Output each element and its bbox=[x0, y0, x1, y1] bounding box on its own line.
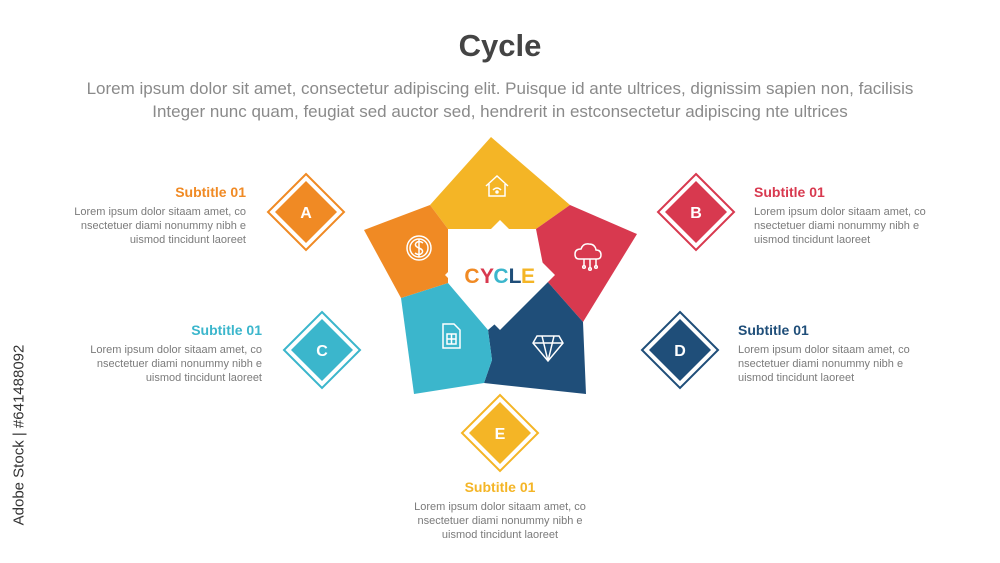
callout-c: Subtitle 01 Lorem ipsum dolor sitaam ame… bbox=[32, 322, 262, 385]
sim-card-icon bbox=[442, 323, 461, 349]
badge-e: E bbox=[460, 393, 540, 473]
page-title: Cycle bbox=[458, 28, 542, 63]
callout-a-line-3: uismod tincidunt laoreet bbox=[129, 234, 246, 246]
badge-a: A bbox=[266, 172, 346, 252]
stock-id-text: Adobe Stock | #641488092 bbox=[10, 344, 28, 526]
callout-b-line-1: Lorem ipsum dolor sitaam amet, co bbox=[754, 206, 926, 218]
center-diamond: C Y C L E bbox=[445, 220, 555, 330]
callout-a-line-2: nsectetuer diami nonummy nibh e bbox=[80, 220, 246, 232]
callout-a-subtitle: Subtitle 01 bbox=[175, 184, 246, 200]
callout-d-description: Lorem ipsum dolor sitaam amet, co nsecte… bbox=[738, 343, 968, 385]
center-letter-5: E bbox=[521, 265, 535, 288]
callout-d-subtitle: Subtitle 01 bbox=[738, 322, 809, 338]
center-letter-3: C bbox=[493, 265, 508, 288]
callout-c-line-3: uismod tincidunt laoreet bbox=[145, 372, 262, 384]
callout-c-line-2: nsectetuer diami nonummy nibh e bbox=[96, 358, 262, 370]
badge-a-letter: A bbox=[300, 205, 312, 222]
callout-b-line-3: uismod tincidunt laoreet bbox=[754, 234, 871, 246]
segment-right bbox=[536, 205, 637, 322]
callout-e-subtitle: Subtitle 01 bbox=[464, 479, 536, 495]
dollar-coin-icon bbox=[406, 235, 432, 261]
center-letter-2: Y bbox=[480, 265, 494, 288]
segment-left bbox=[364, 205, 448, 298]
callout-e-line-2: nsectetuer diami nonummy nibh e bbox=[417, 515, 583, 527]
diamond-icon bbox=[532, 335, 564, 363]
callout-d-line-1: Lorem ipsum dolor sitaam amet, co bbox=[738, 344, 910, 356]
intro-line-2: Integer nunc quam, feugiat sed auctor se… bbox=[152, 102, 848, 121]
callout-c-description: Lorem ipsum dolor sitaam amet, co nsecte… bbox=[32, 343, 262, 385]
intro-text: Lorem ipsum dolor sit amet, consectetur … bbox=[40, 77, 960, 123]
badge-d: D bbox=[640, 310, 720, 390]
center-letter-4: L bbox=[509, 265, 522, 288]
callout-b-subtitle: Subtitle 01 bbox=[754, 184, 825, 200]
callout-c-line-1: Lorem ipsum dolor sitaam amet, co bbox=[90, 344, 262, 356]
badge-b-letter: B bbox=[690, 205, 702, 222]
callout-a-description: Lorem ipsum dolor sitaam amet, co nsecte… bbox=[16, 205, 246, 247]
callout-c-subtitle: Subtitle 01 bbox=[191, 322, 262, 338]
center-letter-1: C bbox=[464, 265, 479, 288]
badge-c: C bbox=[282, 310, 362, 390]
callout-b-description: Lorem ipsum dolor sitaam amet, co nsecte… bbox=[754, 205, 984, 247]
callout-d-line-2: nsectetuer diami nonummy nibh e bbox=[738, 358, 904, 370]
cloud-icon bbox=[574, 243, 602, 272]
callout-e-line-1: Lorem ipsum dolor sitaam amet, co bbox=[414, 501, 586, 513]
home-icon bbox=[485, 174, 509, 197]
callout-b-line-2: nsectetuer diami nonummy nibh e bbox=[754, 220, 920, 232]
callout-e: Subtitle 01 Lorem ipsum dolor sitaam ame… bbox=[385, 479, 615, 542]
callout-d-line-3: uismod tincidunt laoreet bbox=[738, 372, 855, 384]
badge-b: B bbox=[656, 172, 736, 252]
segment-top bbox=[430, 137, 570, 229]
cycle-pentagon: C Y C L E bbox=[364, 137, 637, 394]
intro-line-1: Lorem ipsum dolor sit amet, consectetur … bbox=[86, 79, 914, 98]
callout-e-line-3: uismod tincidunt laoreet bbox=[441, 529, 559, 541]
badge-c-letter: C bbox=[316, 343, 328, 360]
callout-b: Subtitle 01 Lorem ipsum dolor sitaam ame… bbox=[754, 184, 984, 247]
badge-e-letter: E bbox=[495, 426, 506, 443]
callout-e-description: Lorem ipsum dolor sitaam amet, co nsecte… bbox=[385, 500, 615, 542]
badge-d-letter: D bbox=[674, 343, 686, 360]
callout-d: Subtitle 01 Lorem ipsum dolor sitaam ame… bbox=[738, 322, 968, 385]
segment-bottom-right bbox=[484, 280, 586, 394]
stock-id-watermark: Adobe Stock | #641488092 bbox=[6, 320, 32, 550]
callout-a-line-1: Lorem ipsum dolor sitaam amet, co bbox=[74, 206, 246, 218]
segment-bottom-left bbox=[401, 283, 492, 394]
callout-a: Subtitle 01 Lorem ipsum dolor sitaam ame… bbox=[16, 184, 246, 247]
